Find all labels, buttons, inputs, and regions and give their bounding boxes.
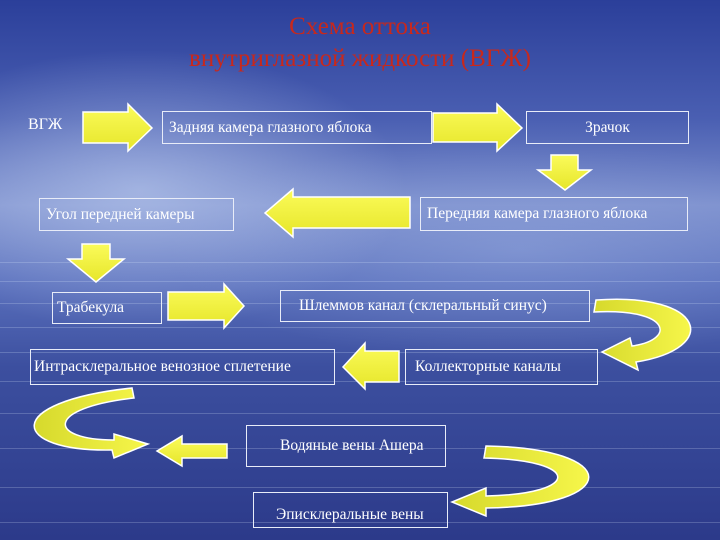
node-label: Интрасклеральное венозное сплетение: [34, 358, 291, 375]
arrow-left-icon: [263, 187, 411, 239]
node-collector-channels: Коллекторные каналы: [405, 349, 598, 385]
node-label: Водяные вены Ашера: [280, 437, 424, 454]
curved-arrow-icon: [593, 298, 692, 372]
arrow-down-icon: [65, 243, 127, 283]
node-label: Задняя камера глазного яблока: [169, 118, 372, 136]
curved-arrow-icon: [450, 445, 590, 518]
node-label: Эписклеральные вены: [276, 506, 424, 523]
arrow-right-icon: [82, 102, 154, 153]
arrow-right-icon: [432, 102, 524, 153]
node-label: Угол передней камеры: [46, 205, 195, 223]
node-vgzh: ВГЖ: [28, 116, 63, 133]
arrow-left-icon: [341, 341, 400, 391]
node-trabecula: Трабекула: [52, 292, 162, 324]
node-label: Трабекула: [57, 299, 125, 316]
node-label: Коллекторные каналы: [415, 358, 561, 375]
node-posterior-chamber: Задняя камера глазного яблока: [162, 111, 432, 144]
node-intrascleral-plexus: Интрасклеральное венозное сплетение: [30, 349, 335, 385]
node-aqueous-veins: Водяные вены Ашера: [246, 425, 446, 467]
title-line-1: Схема оттока: [289, 13, 431, 40]
node-anterior-chamber: Передняя камера глазного яблока: [420, 197, 688, 231]
node-label: Передняя камера глазного яблока: [427, 205, 648, 222]
arrow-left-icon: [155, 434, 228, 468]
node-label: Зрачок: [585, 118, 630, 136]
node-anterior-angle: Угол передней камеры: [39, 198, 234, 231]
arrow-right-icon: [167, 282, 246, 330]
title-line-2: внутриглазной жидкости (ВГЖ): [189, 45, 531, 72]
node-schlemm-canal: Шлеммов канал (склеральный синус): [280, 290, 590, 322]
arrow-down-icon: [535, 154, 594, 191]
node-label: Шлеммов канал (склеральный синус): [299, 297, 547, 314]
curved-arrow-icon: [33, 387, 151, 460]
node-pupil: Зрачок: [526, 111, 689, 144]
node-episcleral-veins: Эписклеральные вены: [253, 492, 448, 528]
